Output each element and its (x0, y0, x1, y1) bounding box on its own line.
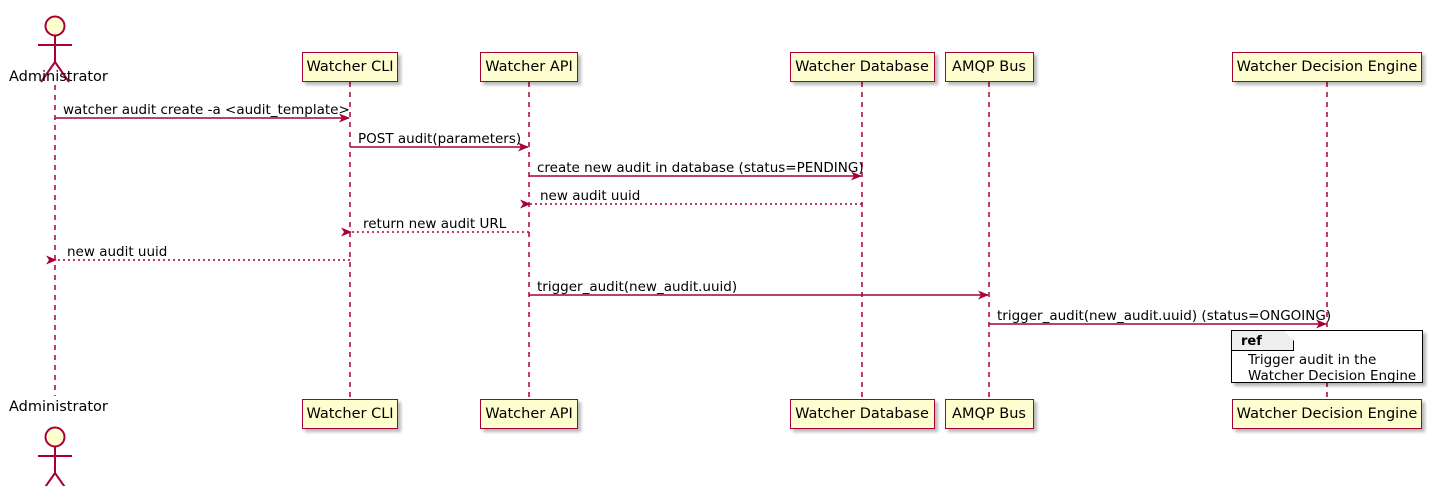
message-label-3: create new audit in database (status=PEN… (537, 160, 864, 176)
participant-box-watcher-decision-engine-top[interactable]: Watcher Decision Engine (1232, 52, 1422, 82)
actor-leg-left (44, 472, 56, 486)
participant-box-watcher-cli-bottom[interactable]: Watcher CLI (302, 399, 398, 429)
actor-label-administrator-top: Administrator (9, 69, 108, 85)
message-label-5: return new audit URL (363, 216, 507, 232)
actor-leg-right (54, 61, 70, 83)
message-label-7: trigger_audit(new_audit.uuid) (537, 279, 738, 295)
message-label-4: new audit uuid (540, 188, 641, 204)
participant-box-amqp-bus-bottom[interactable]: AMQP Bus (944, 399, 1034, 429)
ref-fragment-tab-label: ref (1241, 334, 1262, 349)
ref-fragment-body-text: Trigger audit in the Watcher Decision En… (1248, 352, 1417, 384)
participant-box-amqp-bus-top[interactable]: AMQP Bus (944, 52, 1034, 82)
message-arrows-group (46, 113, 1327, 329)
participant-box-watcher-cli-top[interactable]: Watcher CLI (302, 52, 398, 82)
participant-box-watcher-database-bottom[interactable]: Watcher Database (789, 399, 935, 429)
actor-figures-group (38, 15, 72, 486)
actor-leg-right (54, 472, 66, 486)
ref-fragment-tab (1232, 331, 1294, 351)
actor-figure-administrator-top (38, 15, 72, 83)
message-label-1: watcher audit create -a <audit_template> (63, 102, 350, 118)
message-label-2: POST audit(parameters) (358, 131, 522, 147)
actor-head (44, 426, 66, 448)
actor-leg-left (40, 61, 56, 83)
message-label-8: trigger_audit(new_audit.uuid) (status=ON… (997, 308, 1332, 324)
actor-label-administrator-bottom: Administrator (9, 399, 108, 415)
actor-head (44, 15, 66, 37)
message-label-6: new audit uuid (67, 244, 168, 260)
actor-figure-administrator-bottom (38, 426, 72, 486)
participant-box-watcher-api-top[interactable]: Watcher API (480, 52, 578, 82)
participant-box-watcher-api-bottom[interactable]: Watcher API (480, 399, 578, 429)
lifelines-group (54, 82, 1328, 399)
participant-box-watcher-decision-engine-bottom[interactable]: Watcher Decision Engine (1232, 399, 1422, 429)
participant-box-watcher-database-top[interactable]: Watcher Database (789, 52, 935, 82)
